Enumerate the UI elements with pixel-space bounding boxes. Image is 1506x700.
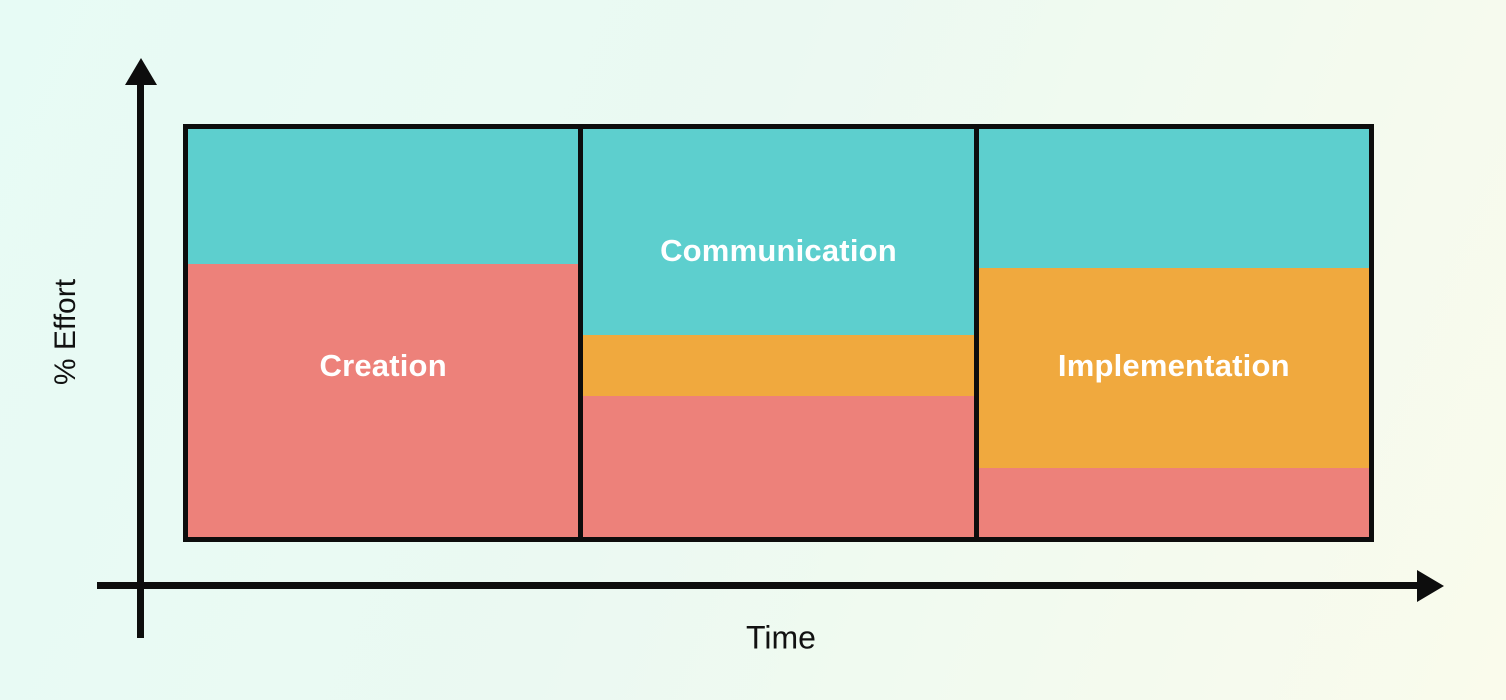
segment-implementation-orange — [978, 267, 1369, 468]
segment-communication-teal — [583, 129, 974, 336]
segment-communication-orange — [583, 335, 974, 397]
segment-implementation-red — [978, 467, 1369, 537]
phase-column-creation: Creation — [188, 129, 579, 537]
segment-creation-teal — [188, 129, 579, 264]
x-axis-line — [97, 582, 1419, 589]
x-axis-label: Time — [746, 619, 816, 656]
y-axis-label: % Effort — [49, 278, 82, 386]
phase-column-implementation: Implementation — [973, 129, 1369, 537]
y-axis-arrow-icon — [125, 58, 157, 85]
phase-column-communication: Communication — [578, 129, 974, 537]
segment-creation-red — [188, 263, 579, 537]
segment-implementation-teal — [978, 129, 1369, 268]
y-axis-line — [137, 80, 144, 638]
x-axis-arrow-icon — [1417, 570, 1444, 602]
segment-communication-red — [583, 396, 974, 537]
